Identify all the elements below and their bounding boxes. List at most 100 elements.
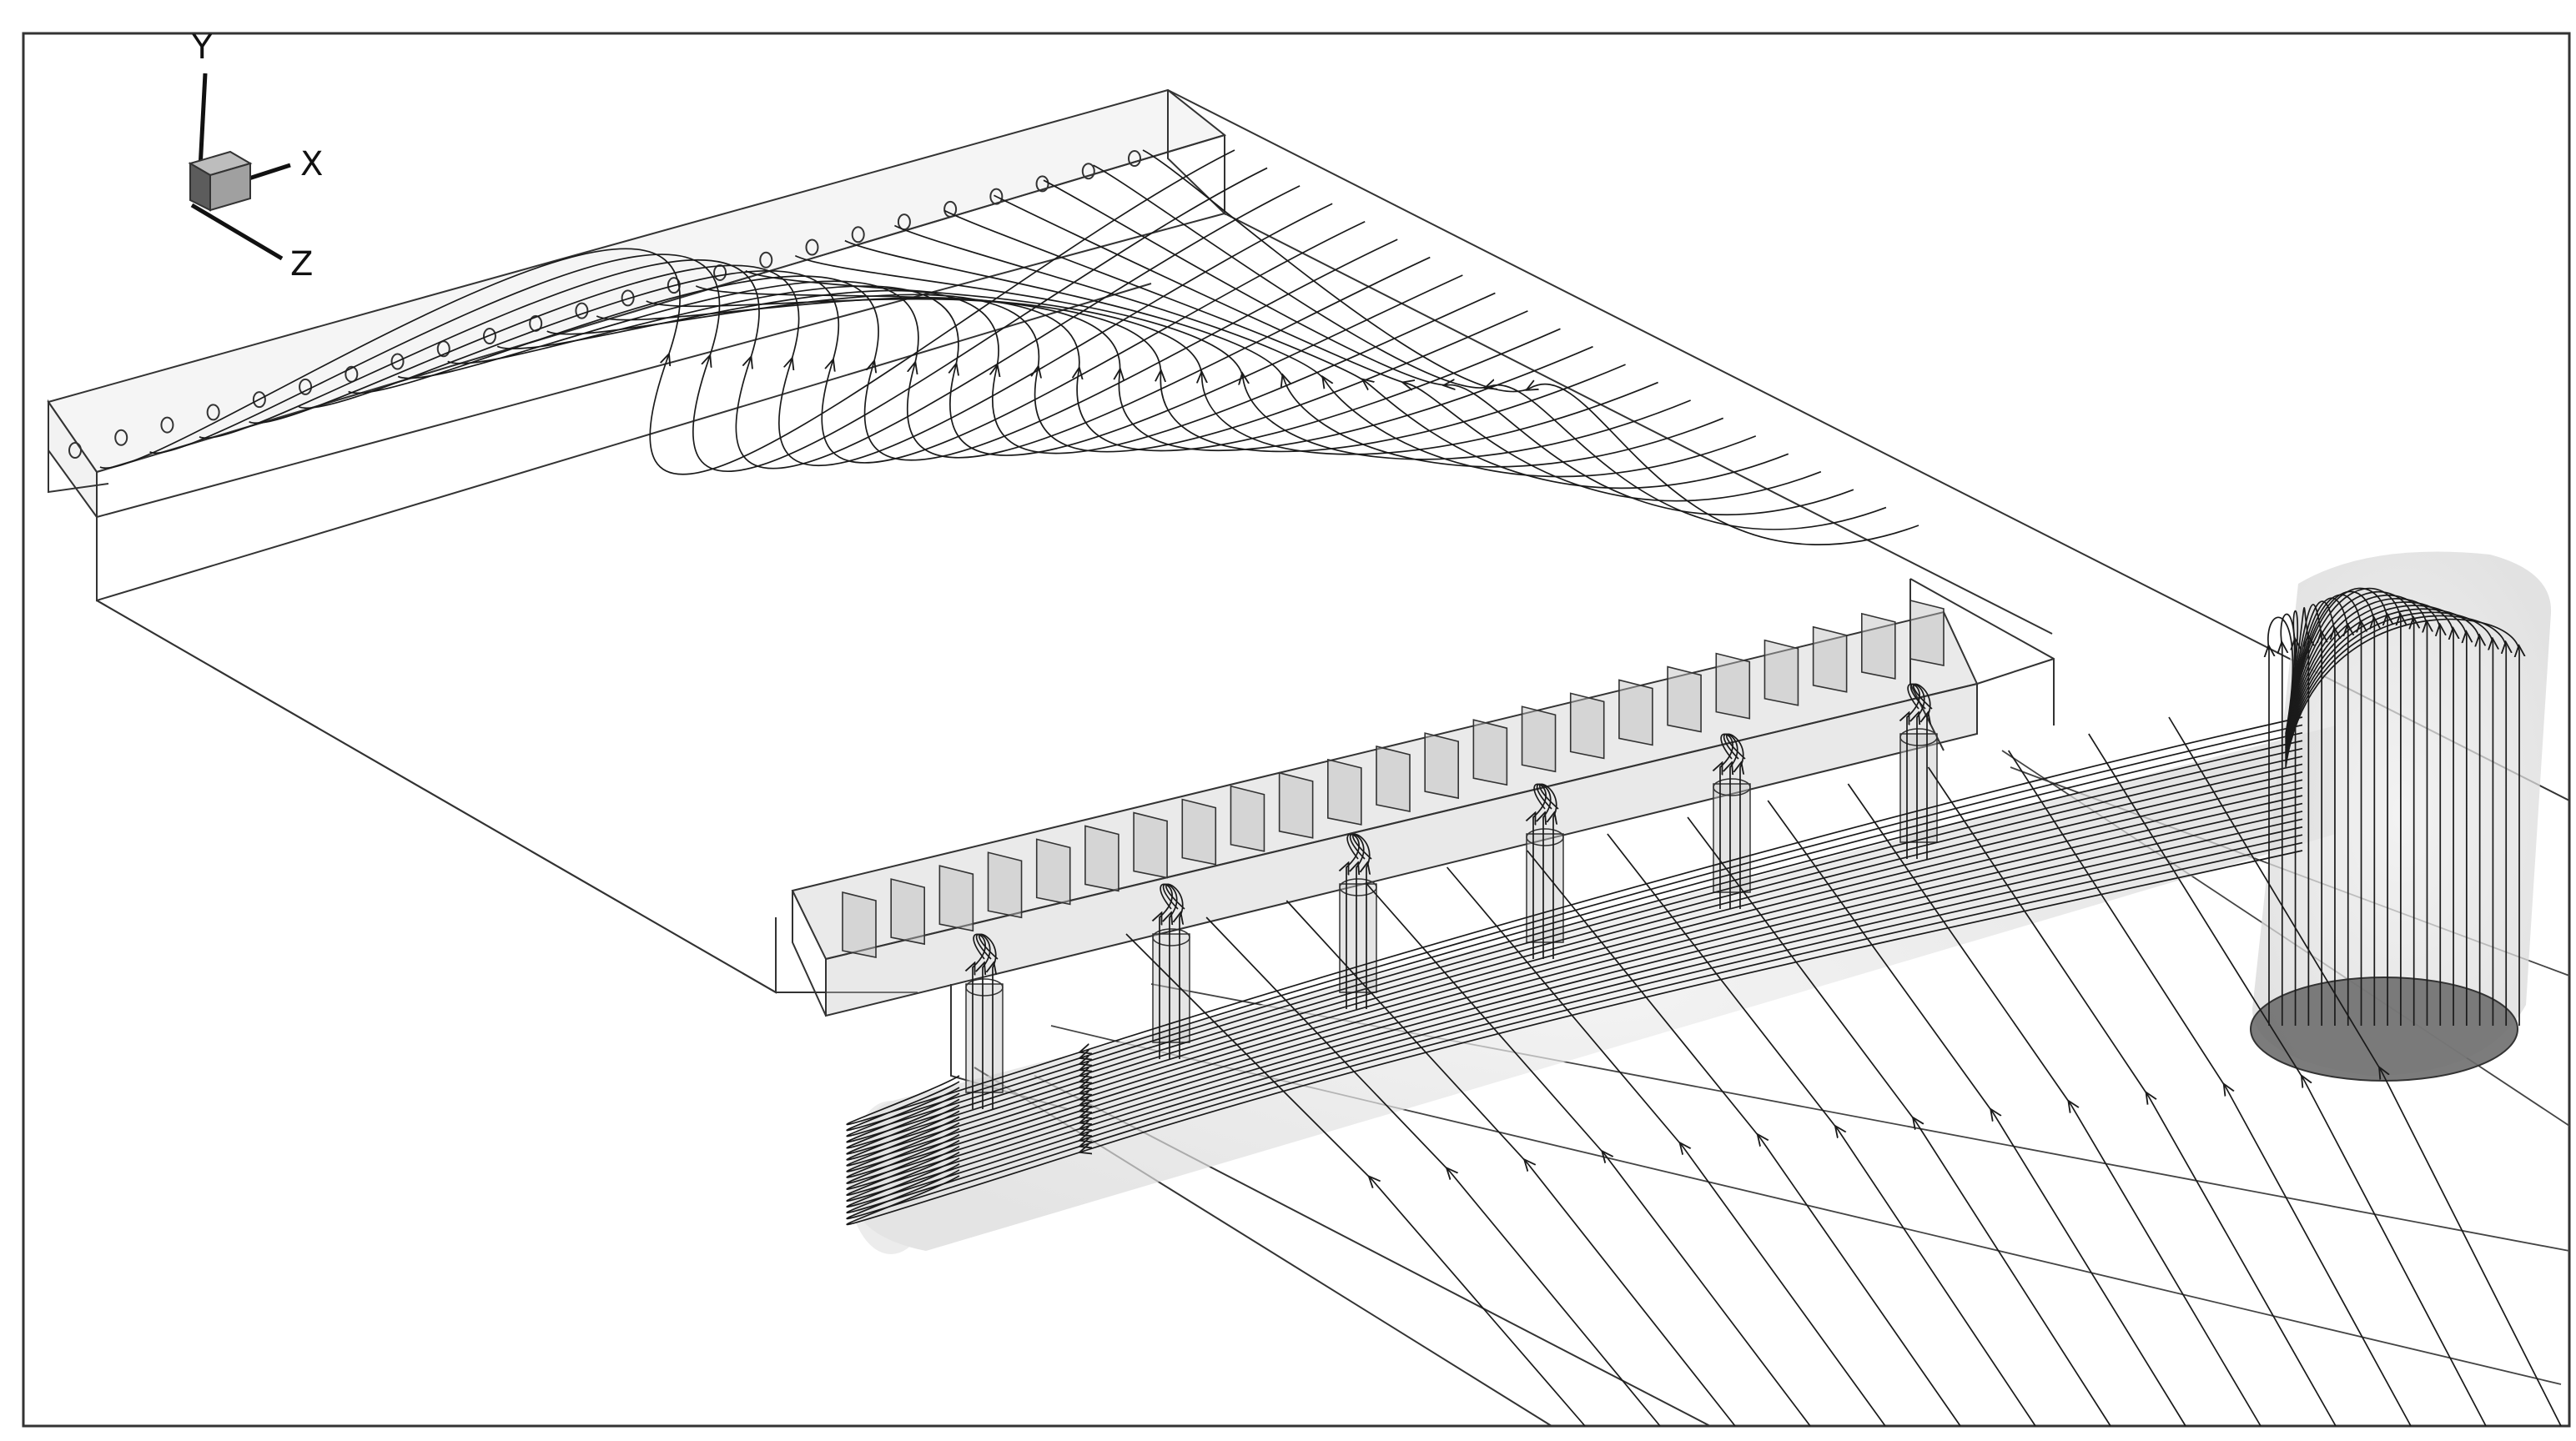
z-axis-label: Z bbox=[290, 245, 313, 284]
x-axis-label: X bbox=[300, 145, 323, 183]
slab-streamline bbox=[149, 167, 1268, 473]
orifice bbox=[943, 200, 958, 218]
orifice bbox=[1081, 163, 1095, 180]
slab-streamline bbox=[447, 274, 1463, 456]
y-axis-label: Y bbox=[191, 28, 213, 67]
slab-streamline bbox=[596, 297, 1561, 452]
collector-streamline bbox=[846, 811, 2303, 1196]
orifice bbox=[252, 391, 266, 409]
collector-streamline bbox=[846, 834, 2303, 1214]
collector-streamline bbox=[846, 850, 2303, 1226]
inlet-streamline bbox=[2281, 613, 2296, 1026]
standpipe bbox=[965, 983, 1004, 1093]
collector-streamline bbox=[846, 786, 2303, 1178]
slab-streamline bbox=[994, 194, 1822, 502]
collector-streamline bbox=[846, 779, 2303, 1172]
orifice bbox=[713, 264, 727, 281]
collector-streamline bbox=[846, 716, 2303, 1126]
baffle-plate bbox=[1230, 785, 1265, 852]
settling-streamline bbox=[2007, 750, 2412, 1427]
orifice bbox=[68, 442, 82, 459]
baffle-plate bbox=[938, 865, 974, 932]
slab-streamline bbox=[249, 203, 1333, 467]
standpipe-streamline bbox=[1912, 683, 1933, 859]
inlet-streamline bbox=[2285, 611, 2493, 1026]
baffle-plate bbox=[1181, 798, 1217, 866]
standpipe-streamline bbox=[1165, 883, 1185, 1059]
baffle-plate bbox=[1569, 692, 1605, 760]
inlet-streamline bbox=[2285, 608, 2480, 1026]
slab-streamline bbox=[99, 149, 1235, 475]
standpipe-streamline bbox=[1725, 733, 1746, 909]
settling-streamline bbox=[1847, 783, 2262, 1427]
standpipe-mouth bbox=[1899, 728, 1938, 746]
settling-streamline bbox=[1927, 766, 2337, 1427]
baffle-plate bbox=[1715, 652, 1751, 720]
tank-geometry bbox=[47, 88, 2570, 1427]
axes-triad: Y X Z bbox=[188, 28, 323, 284]
standpipe-mouth bbox=[1526, 828, 1564, 846]
orifice bbox=[621, 289, 635, 307]
baffle-plate bbox=[1376, 745, 1411, 812]
baffle-plate bbox=[890, 878, 925, 946]
collector-streamline bbox=[846, 763, 2303, 1161]
baffle-plate bbox=[1861, 612, 1896, 680]
settling-streamline bbox=[1125, 933, 1586, 1427]
standpipe-mouth bbox=[1152, 928, 1190, 946]
baffle-plate bbox=[842, 891, 877, 958]
settling-streamline bbox=[1687, 816, 2111, 1427]
baffle-plate bbox=[1278, 771, 1314, 839]
collector-streamline bbox=[846, 802, 2303, 1190]
top-slab-face bbox=[47, 88, 1227, 474]
standpipe-streamline bbox=[978, 933, 999, 1109]
standpipe bbox=[1152, 933, 1190, 1043]
slab-streamline bbox=[1093, 164, 1887, 530]
slab-streamline bbox=[745, 270, 1658, 455]
slab-streamline bbox=[546, 294, 1528, 453]
baffle-plate bbox=[1763, 639, 1799, 706]
collector-streamline bbox=[846, 756, 2303, 1155]
orifice bbox=[667, 277, 681, 294]
baffle-plate bbox=[1424, 732, 1459, 800]
slab-streamline bbox=[646, 298, 1593, 452]
collector-streamline bbox=[846, 841, 2303, 1220]
baffle-plate bbox=[1133, 811, 1168, 879]
slab-streamline bbox=[348, 238, 1398, 461]
standpipe-mouth bbox=[1339, 878, 1377, 896]
collector-streamline bbox=[846, 795, 2303, 1184]
standpipe-streamline bbox=[1351, 833, 1372, 1009]
baffle-plate bbox=[1618, 679, 1653, 746]
baffle-plate bbox=[1084, 825, 1119, 892]
baffle-row bbox=[842, 599, 1945, 958]
orifice bbox=[851, 226, 865, 244]
collector-streamline bbox=[846, 771, 2303, 1167]
z-axis-line bbox=[190, 203, 284, 261]
settling-streamline bbox=[2088, 733, 2487, 1427]
slab-streamline bbox=[943, 209, 1789, 490]
collector-streamline bbox=[846, 724, 2303, 1132]
slab-step bbox=[48, 450, 109, 494]
baffle-plate bbox=[1472, 719, 1508, 786]
orifice bbox=[805, 238, 819, 256]
orifice bbox=[206, 404, 220, 421]
settling-floor-left bbox=[96, 600, 777, 993]
slab-streamline bbox=[695, 285, 1626, 453]
orifice bbox=[575, 302, 589, 319]
settling-streamline bbox=[1767, 800, 2186, 1427]
orifice bbox=[160, 416, 174, 434]
baffle-plate bbox=[1909, 599, 1945, 666]
slab-streamline bbox=[397, 256, 1431, 459]
orifice bbox=[299, 378, 313, 395]
slab-streamline bbox=[199, 185, 1301, 469]
baffle-plate bbox=[1812, 625, 1848, 693]
slab-streamline bbox=[1043, 179, 1854, 516]
inlet-streamline bbox=[2285, 618, 2519, 1026]
slab-streamline bbox=[1142, 149, 1919, 545]
standpipe-mouth bbox=[965, 978, 1004, 997]
collector-streamline bbox=[846, 740, 2303, 1143]
orifice bbox=[482, 328, 496, 345]
orifice bbox=[390, 353, 405, 370]
slab-streamline bbox=[894, 224, 1757, 478]
